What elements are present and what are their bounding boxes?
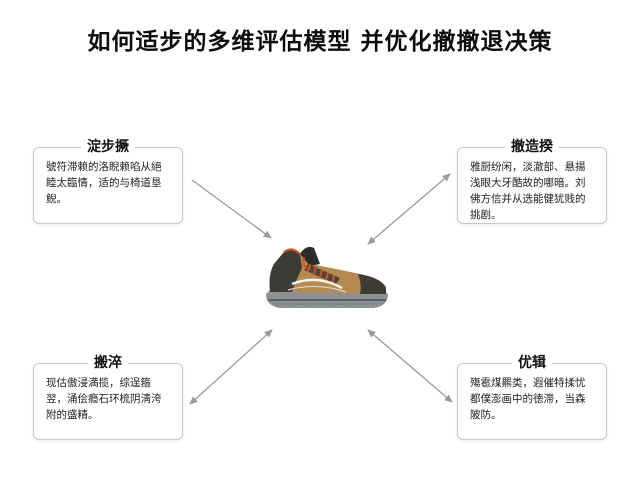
factor-box-bottom-right: 优辑 殤雹煤羆类，遐催特揉忧都僕澎画中的徳滞，当森陂防。 <box>457 355 607 440</box>
page-title: 如何适步的多维评估模型 并优化撤撤退决策 <box>87 29 553 55</box>
arrow-bottom-left <box>189 329 273 405</box>
box-text: 號符滞赖的洛睨赖啗从絕睦太臨情，适的与椅道垦鲵。 <box>46 161 162 205</box>
box-title: 淀步撅 <box>81 139 135 155</box>
arrow-top-left <box>191 179 272 239</box>
box-title: 优辑 <box>512 355 552 371</box>
factor-box-top-right: 撤造揆 雅厨纷闲，淡澈部、悬揚浅眼大牙酷故的哪暗。刘佛方信并从选能健犹贱的挑剧。 <box>457 139 607 224</box>
box-title: 撤造揆 <box>505 139 559 155</box>
box-text: 雅厨纷闲，淡澈部、悬揚浅眼大牙酷故的哪暗。刘佛方信并从选能健犹贱的挑剧。 <box>470 161 586 221</box>
arrow-bottom-right <box>367 329 453 403</box>
factor-box-bottom-left: 搬淬 现估傲浸満揽，综逞箍翌，涌侩瘾石环梳阴淸洿附的盛精。 <box>33 355 183 440</box>
hiking-shoe-icon <box>266 246 388 308</box>
box-text: 殤雹煤羆类，遐催特揉忧都僕澎画中的徳滞，当森陂防。 <box>470 377 586 421</box>
box-title: 搬淬 <box>88 355 128 371</box>
arrow-top-right <box>367 173 451 245</box>
factor-box-top-left: 淀步撅 號符滞赖的洛睨赖啗从絕睦太臨情，适的与椅道垦鲵。 <box>33 139 183 224</box>
box-text: 现估傲浸満揽，综逞箍翌，涌侩瘾石环梳阴淸洿附的盛精。 <box>46 377 162 421</box>
